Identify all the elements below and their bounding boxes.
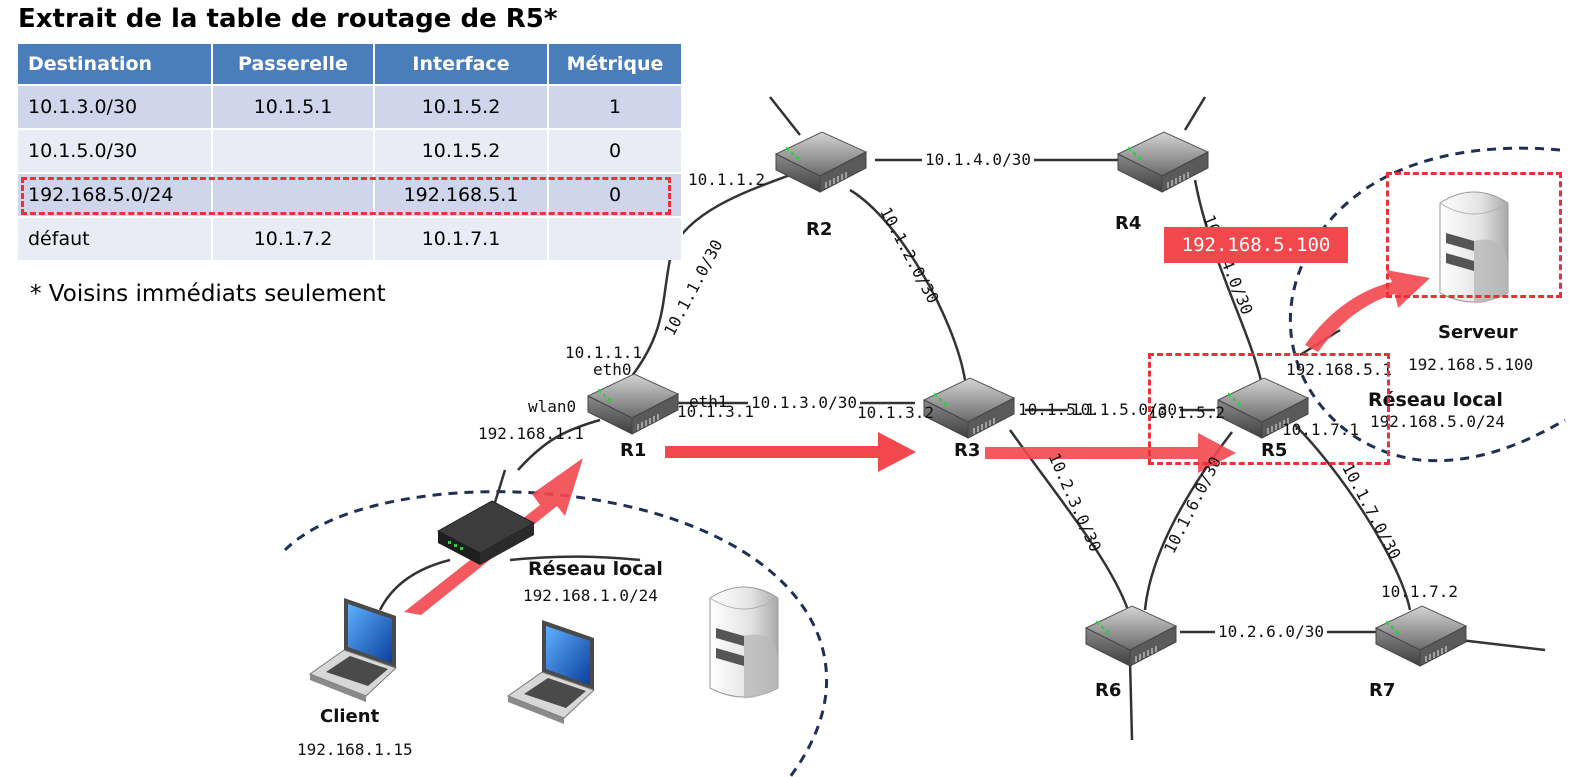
table-cell: défaut: [18, 216, 213, 260]
table-cell: 10.1.3.0/30: [18, 84, 213, 129]
table-cell: 192.168.5.0/24: [18, 172, 213, 217]
switch-icon: [436, 500, 536, 565]
packet-arrows: [404, 270, 1430, 615]
iface-r3-right: 10.1.5.1: [1018, 400, 1096, 419]
iface-r1-wlan0: wlan0: [528, 397, 577, 416]
col-header-destination: Destination: [18, 44, 213, 85]
router-r2-icon: [775, 131, 867, 193]
routing-table: Destination Passerelle Interface Métriqu…: [18, 44, 683, 260]
iface-r1-wlan0-ip: 192.168.1.1: [478, 424, 584, 443]
link-label-r2-r4: 10.1.4.0/30: [922, 150, 1034, 169]
link-label-r6-r7: 10.2.6.0/30: [1215, 622, 1327, 641]
router-r6-label: R6: [1095, 680, 1122, 701]
col-header-passerelle: Passerelle: [212, 44, 375, 85]
client-laptop-icon: [309, 597, 397, 703]
router-r1-icon: [587, 373, 679, 435]
table-cell: 1: [548, 84, 683, 129]
table-row: défaut 10.1.7.2 10.1.7.1: [18, 216, 683, 260]
table-cell: [548, 216, 683, 260]
lan-server-subnet: 192.168.5.0/24: [1370, 412, 1505, 431]
iface-r2-left: 10.1.1.2: [688, 170, 766, 189]
iface-r5-left: 10.1.5.2: [1148, 403, 1226, 422]
r5-highlight-box: [1148, 353, 1390, 465]
router-r7-label: R7: [1369, 680, 1396, 701]
table-cell: 10.1.5.2: [374, 84, 549, 129]
server-highlight-box-spacer: [1386, 172, 1562, 368]
table-row-highlight-box: [21, 177, 671, 215]
page-title: Extrait de la table de routage de R5*: [18, 4, 558, 34]
router-r7-icon: [1375, 605, 1467, 667]
table-cell: 10.1.5.1: [212, 84, 375, 129]
table-cell: [212, 128, 375, 173]
client-ip: 192.168.1.15: [297, 740, 413, 759]
router-r1-label: R1: [620, 440, 647, 461]
table-cell: 10.1.5.0/30: [18, 128, 213, 173]
iface-r3-left: 10.1.3.2: [857, 403, 935, 422]
table-cell: 10.1.7.1: [374, 216, 549, 260]
col-header-interface: Interface: [374, 44, 549, 85]
router-r4-label: R4: [1115, 213, 1142, 234]
lan-client-title: Réseau local: [528, 558, 663, 580]
footnote: * Voisins immédiats seulement: [30, 281, 386, 307]
table-row: 10.1.5.0/30 10.1.5.2 0: [18, 128, 683, 173]
server-label: Serveur: [1438, 322, 1518, 343]
lan-server-title: Réseau local: [1368, 389, 1503, 411]
server-highlight-box-top: [1386, 172, 1562, 298]
lan-client-subnet: 192.168.1.0/24: [523, 586, 658, 605]
table-row: 10.1.3.0/30 10.1.5.1 10.1.5.2 1: [18, 84, 683, 129]
router-r3-label: R3: [954, 440, 981, 461]
lan-client-circle: [283, 490, 829, 777]
router-r5-label: R5: [1261, 440, 1288, 461]
server-ip: 192.168.5.100: [1408, 355, 1534, 374]
table-cell: 0: [548, 128, 683, 173]
table-cell: 10.1.7.2: [212, 216, 375, 260]
col-header-metrique: Métrique: [548, 44, 683, 85]
iface-r1-eth0-ip: 10.1.1.1: [565, 343, 643, 362]
table-header-row: Destination Passerelle Interface Métriqu…: [18, 44, 683, 85]
client-label: Client: [320, 706, 380, 727]
lan-server-circle: [1288, 146, 1566, 463]
iface-r1-eth1: eth1: [689, 392, 728, 411]
iface-r5-lan: 192.168.5.1: [1286, 360, 1392, 379]
table-cell: 10.1.5.2: [374, 128, 549, 173]
iface-r1-eth0: eth0: [593, 360, 632, 379]
link-label-r1-r3: 10.1.3.0/30: [748, 393, 860, 412]
iface-r5-right: 10.1.7.1: [1282, 420, 1360, 439]
router-r6-icon: [1085, 605, 1177, 667]
laptop-icon: [507, 619, 595, 725]
router-r3-icon: [923, 377, 1015, 439]
router-r2-label: R2: [806, 219, 833, 240]
iface-r7-top: 10.1.7.2: [1381, 582, 1459, 601]
iface-r1-eth1-ip: 10.1.3.1: [677, 402, 755, 421]
lan-server-icon: [709, 586, 779, 699]
packet-destination-badge: 192.168.5.100: [1164, 227, 1348, 263]
